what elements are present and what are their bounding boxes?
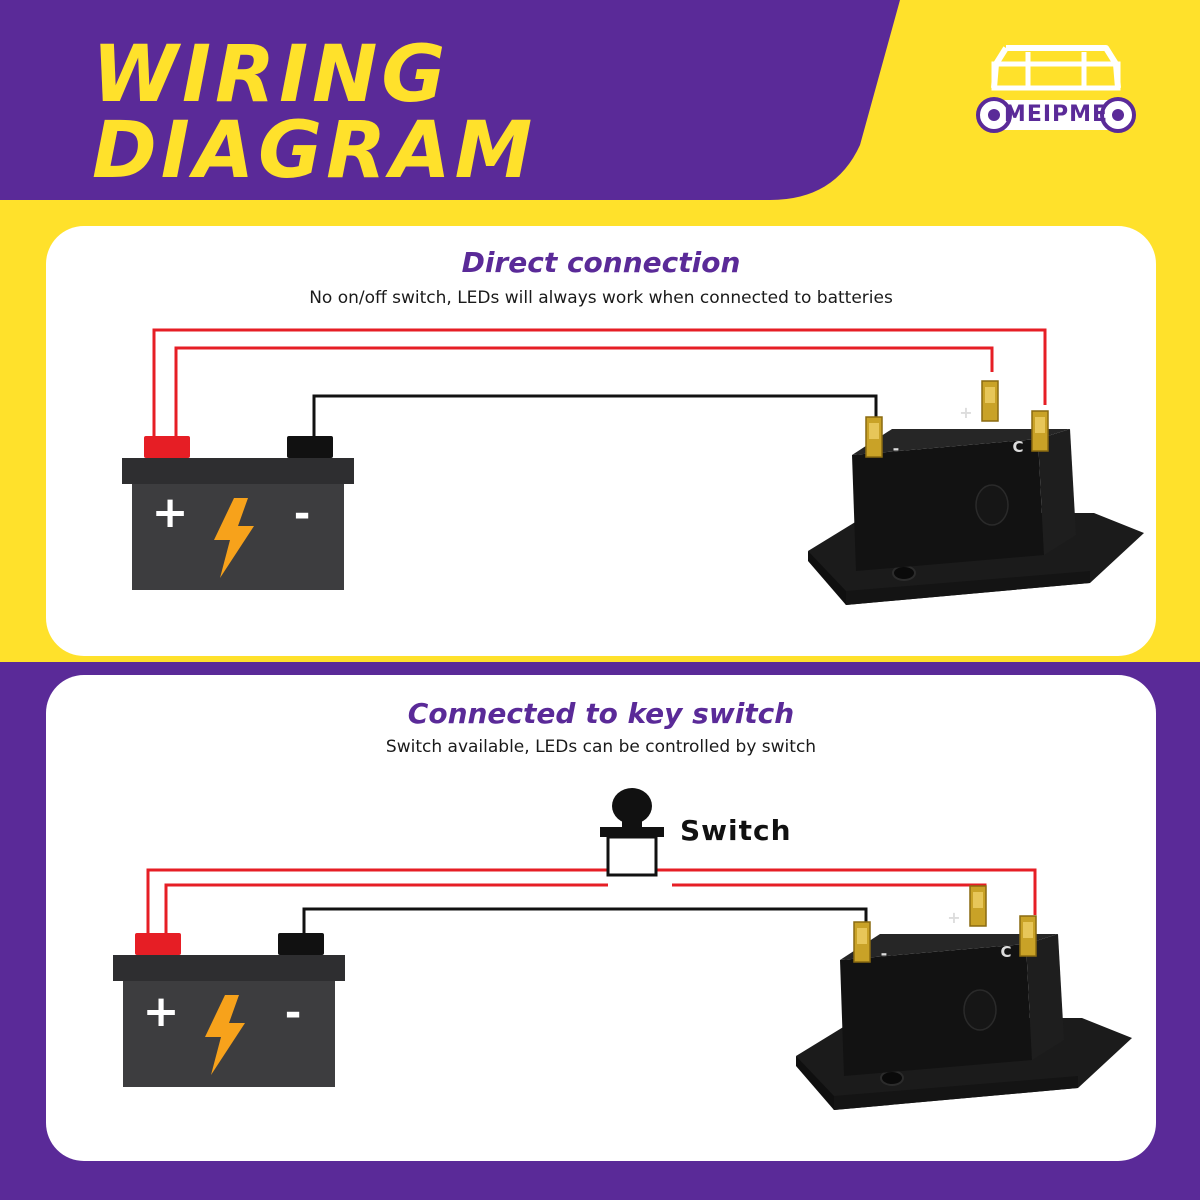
key-switch-title: Connected to key switch xyxy=(407,697,795,730)
black-wire xyxy=(302,907,868,935)
red-wire-outer xyxy=(152,328,1047,440)
device-plus-mark: + xyxy=(947,908,960,927)
led-device xyxy=(808,381,1144,605)
device-plus-mark: + xyxy=(959,403,972,422)
device-c-mark: C xyxy=(1000,943,1011,961)
title-line-2: DIAGRAM xyxy=(92,106,537,196)
battery-plus-label: + xyxy=(152,487,189,538)
battery-plus-label: + xyxy=(143,986,180,1037)
black-wire xyxy=(312,394,878,440)
switch-label: Switch xyxy=(680,814,792,847)
device-minus-mark: - xyxy=(881,944,888,963)
key-switch-icon xyxy=(600,788,664,877)
red-wire-inner xyxy=(174,346,994,440)
golf-cart-icon xyxy=(976,45,1136,133)
device-c-mark: C xyxy=(1012,438,1023,456)
red-wire-outer xyxy=(146,868,1037,935)
logo-brand-text: MEIPME xyxy=(1003,102,1109,127)
key-switch-subtitle: Switch available, LEDs can be controlled… xyxy=(385,737,817,757)
battery-minus-label: - xyxy=(285,990,302,1036)
led-device xyxy=(796,886,1132,1110)
device-minus-mark: - xyxy=(893,439,900,458)
direct-connection-title: Direct connection xyxy=(461,246,741,279)
title-line-1: WIRING xyxy=(92,30,450,120)
direct-connection-subtitle: No on/off switch, LEDs will always work … xyxy=(309,288,893,308)
battery-minus-label: - xyxy=(294,491,311,537)
